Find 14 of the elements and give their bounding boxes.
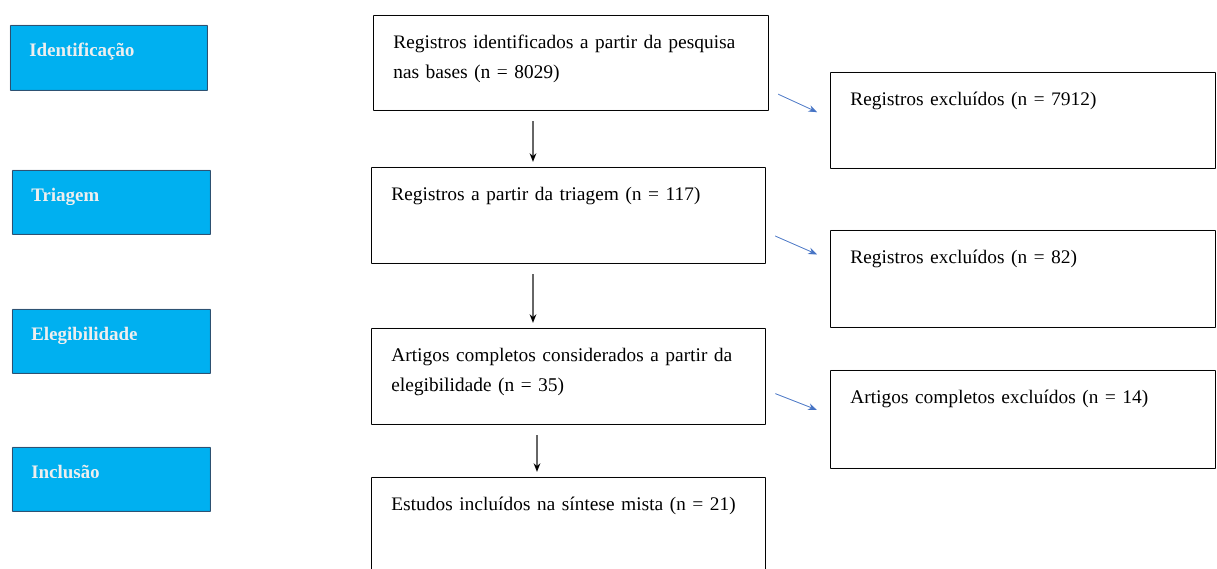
process-box: Registros a partir da triagem (n = 117)	[371, 167, 766, 264]
process-box: Estudos incluídos na síntese mista (n = 21)	[371, 477, 766, 569]
process-box: Registros excluídos (n = 7912)	[830, 72, 1216, 169]
arrow	[774, 235, 817, 255]
stage-box: Identificação	[10, 25, 208, 91]
arrow	[777, 93, 817, 113]
process-box: Artigos completos excluídos (n = 14)	[830, 370, 1216, 469]
stage-box: Inclusão	[12, 447, 211, 512]
arrow	[774, 393, 817, 410]
process-box: Registros excluídos (n = 82)	[830, 230, 1216, 328]
stage-box: Elegibilidade	[12, 309, 211, 374]
stage-box: Triagem	[12, 170, 211, 235]
process-box: Artigos completos considerados a partir da elegibilidade (n = 35)	[371, 328, 766, 425]
process-box: Registros identificados a partir da pesquisa nas bases (n = 8029)	[373, 15, 769, 111]
